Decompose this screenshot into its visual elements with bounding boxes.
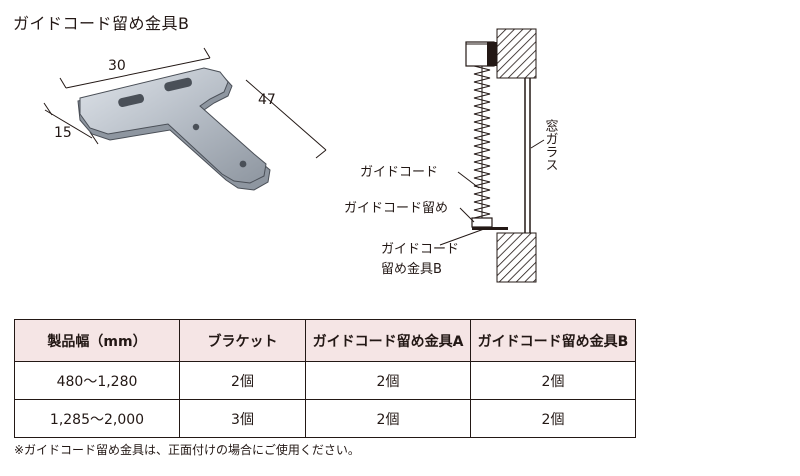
spec-table: 製品幅（mm） ブラケット ガイドコード留め金具A ガイドコード留め金具B 48… [14, 319, 636, 438]
leader-lines [439, 139, 545, 246]
usage-note: ※ガイドコード留め金具は、正面付けの場合にご使用ください。 [14, 443, 360, 457]
pleated-blind-drawing [473, 65, 491, 219]
dimension-width: 30 [108, 58, 126, 74]
label-window-glass: 窓ガラス [543, 118, 559, 171]
table-cell: 3個 [179, 399, 306, 438]
header-product-width: 製品幅（mm） [14, 319, 180, 362]
table-cell: 2個 [305, 361, 471, 400]
product-illustration: 30 15 47 窓ガラス ガイドコード ガイドコード留め ガイドコード 留め金… [43, 28, 559, 283]
label-guide-cord: ガイドコード [360, 165, 438, 180]
cord-clip-bracket [472, 227, 508, 230]
header-clip-a: ガイドコード留め金具A [305, 319, 471, 362]
table-cell: 2個 [470, 399, 636, 438]
header-bracket: ブラケット [179, 319, 306, 362]
window-section-drawing [465, 28, 537, 283]
header-clip-b: ガイドコード留め金具B [470, 319, 636, 362]
label-bracket-b-line2: 留め金具B [381, 261, 442, 277]
table-cell: 2個 [305, 399, 471, 438]
dimension-length: 47 [258, 92, 276, 108]
dimension-depth: 15 [54, 125, 72, 141]
table-header-row: 製品幅（mm） ブラケット ガイドコード留め金具A ガイドコード留め金具B [14, 319, 636, 362]
bracket-b-drawing [77, 67, 271, 191]
dimension-lines [43, 47, 327, 159]
table-row: 1,285〜2,000 3個 2個 2個 [14, 399, 636, 438]
label-bracket-b-line1: ガイドコード [381, 242, 459, 257]
bottom-rail [471, 217, 493, 228]
table-cell: 480〜1,280 [14, 361, 180, 400]
table-cell: 1,285〜2,000 [14, 399, 180, 438]
table-cell: 2個 [179, 361, 306, 400]
table-cell: 2個 [470, 361, 636, 400]
page-title: ガイドコード留め金具B [13, 14, 190, 33]
label-guide-cord-clip: ガイドコード留め [344, 201, 448, 216]
table-row: 480〜1,280 2個 2個 2個 [14, 361, 636, 400]
